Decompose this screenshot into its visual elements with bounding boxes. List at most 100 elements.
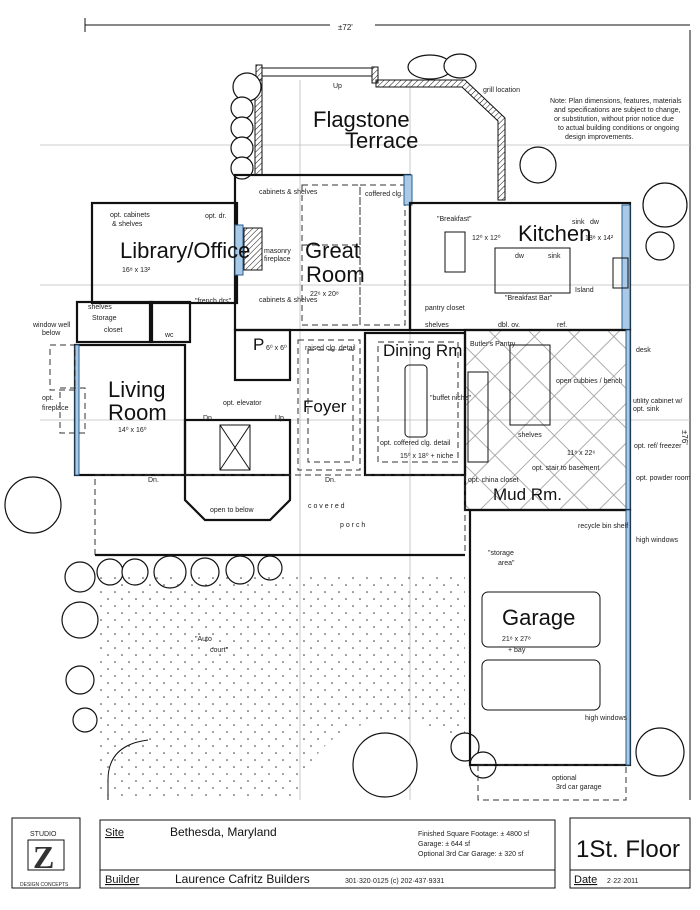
storage-area-label-2: area" [498, 560, 515, 567]
door-dn-label: Dn. [148, 477, 159, 484]
living-room-label: Living [108, 377, 165, 402]
kitchen-size: 18⁸ x 14² [585, 235, 614, 242]
studio-z-logo: STUDIO Z DESIGN CONCEPTS [11, 817, 81, 889]
pantry-shelves-label: shelves [425, 322, 449, 329]
powder-label: P [253, 335, 264, 354]
window-well-label: window well [32, 322, 71, 329]
dining-size: 15⁰ x 18⁰ + niche [400, 452, 453, 460]
garage-size: 21⁸ x 27⁸ [502, 636, 531, 643]
library-label: Library/Office [120, 238, 250, 263]
auto-court-label: "Auto [195, 636, 212, 643]
stair-down-label: Dn. [203, 415, 214, 422]
storage-closet-label-2: closet [104, 327, 122, 334]
double-oven-label: dbl. ov. [498, 322, 520, 329]
desk-label: desk [636, 347, 651, 354]
mud-room-label: Mud Rm. [493, 485, 562, 504]
dining-room-label: Dining Rm. [383, 341, 467, 360]
disclaimer-note: Note: Plan dimensions, features, materia… [550, 98, 682, 141]
cubbies-label: open cubbies / bench [556, 378, 623, 385]
optional-garage-label: optional [552, 775, 577, 782]
living-room-label-2: Room [108, 400, 167, 425]
terrace-label-2: Terrace [345, 128, 418, 153]
fireplace-opt-label: opt. [42, 395, 54, 402]
title-block: STUDIO Z DESIGN CONCEPTS Site Bethesda, … [11, 817, 691, 889]
library-size: 16⁸ x 13² [122, 267, 151, 274]
auto-court-label-2: court" [210, 647, 229, 654]
floor-label: 1St. Floor [576, 836, 680, 863]
great-room-label: Great [305, 238, 360, 263]
optional-garage-label-2: 3rd car garage [556, 784, 602, 791]
window-well-label-2: below [42, 330, 61, 337]
breakfast-size: 12⁰ x 12⁰ [472, 234, 501, 242]
mud-room-size: 11⁸ x 22⁶ [567, 450, 595, 457]
island-label: Island [575, 287, 594, 294]
island-sink-label: sink [548, 253, 561, 260]
storage-area-label: "storage [488, 550, 514, 557]
foyer-ceiling-note: raised clg. detail [305, 345, 356, 352]
great-room-label-2: Room [306, 262, 365, 287]
ceiling-note: coffered clg. [365, 191, 403, 198]
flagstone-terrace: Flagstone Terrace Up grill location [254, 64, 520, 201]
french-doors-label: "french drs" [195, 298, 232, 305]
garage-bay-label: + bay [508, 647, 526, 654]
china-closet-label: opt. china closet [468, 477, 519, 484]
library-note-2: & shelves [112, 221, 143, 228]
house-walls [49, 173, 632, 801]
mud-shelves-label: shelves [518, 432, 542, 439]
freezer-label: opt. ref/ freezer [634, 443, 682, 450]
butlers-pantry-label: Butler's Pantry [470, 341, 516, 348]
builder-value: Laurence Cafritz Builders [175, 872, 310, 886]
logo-subtitle: DESIGN CONCEPTS [20, 882, 69, 888]
note-line: or substitution, without prior notice du… [554, 116, 674, 123]
basement-stair-label: opt. stair to basement [532, 465, 599, 472]
cabinets-note-2: cabinets & shelves [259, 297, 318, 304]
door-dn-label: Dn. [325, 477, 336, 484]
storage-shelves-label: shelves [88, 304, 112, 311]
breakfast-bar-label: "Breakfast Bar" [505, 295, 553, 302]
fireplace-note: masonry fireplace [264, 248, 291, 263]
buffet-niche-label: "buffet niche" [430, 395, 472, 402]
logo-text: STUDIO [30, 831, 57, 838]
grill-note: grill location [483, 87, 520, 94]
garage-label: Garage [502, 605, 575, 630]
library-note: opt. cabinets [110, 212, 150, 219]
wc-label: wc [164, 332, 174, 339]
sink-label: sink [572, 219, 585, 226]
builder-phone: 301·320·0125 (c) 202·437·9331 [345, 878, 444, 885]
site-value: Bethesda, Maryland [170, 825, 277, 839]
cabinets-note: cabinets & shelves [259, 189, 318, 196]
opt-powder-label: opt. powder room [636, 475, 691, 482]
date-label: Date [574, 874, 597, 886]
great-room-size: 22⁶ x 20⁸ [310, 291, 339, 298]
open-below-label: open to below [210, 507, 255, 514]
ref-label: ref. [557, 322, 567, 329]
optional-garage-sqft: Optional 3rd Car Garage: ± 320 sf [418, 851, 523, 858]
library-door-note: opt. dr. [205, 213, 226, 220]
builder-label: Builder [105, 874, 140, 886]
note-line: design improvements. [565, 134, 634, 141]
porch-label: c o v e r e d [308, 503, 345, 510]
living-size: 14⁰ x 16⁰ [118, 426, 147, 434]
width-label: ±72' [338, 23, 353, 32]
note-line: to actual building conditions or ongoing [558, 125, 679, 132]
powder-size: 6⁰ x 6⁰ [266, 344, 287, 352]
auto-court: "Auto court" [100, 575, 465, 800]
overall-depth-dimension: ±76' [680, 30, 691, 800]
high-windows-label: high windows [636, 537, 679, 544]
date-value: 2·22·2011 [607, 878, 639, 885]
elevator-label: opt. elevator [223, 400, 262, 407]
fireplace-opt-label-2: fireplace [42, 405, 69, 412]
stair-up-label: Up [275, 415, 284, 422]
note-line: Note: Plan dimensions, features, materia… [550, 98, 682, 105]
bin-shelf-label: recycle bin shelf [578, 523, 628, 530]
overall-width-dimension: ±72' [84, 18, 690, 32]
porch-label-2: p o r c h [340, 522, 365, 529]
dw-label: dw [590, 219, 600, 226]
room-labels: Library/Office 16⁸ x 13² opt. cabinets &… [32, 189, 691, 791]
garage-windows-label: high windows [585, 715, 628, 722]
garage-sqft: Garage: ± 644 sf [418, 841, 470, 848]
site-label: Site [105, 827, 124, 839]
logo-letter: Z [33, 839, 54, 875]
foyer-label: Foyer [303, 397, 347, 416]
